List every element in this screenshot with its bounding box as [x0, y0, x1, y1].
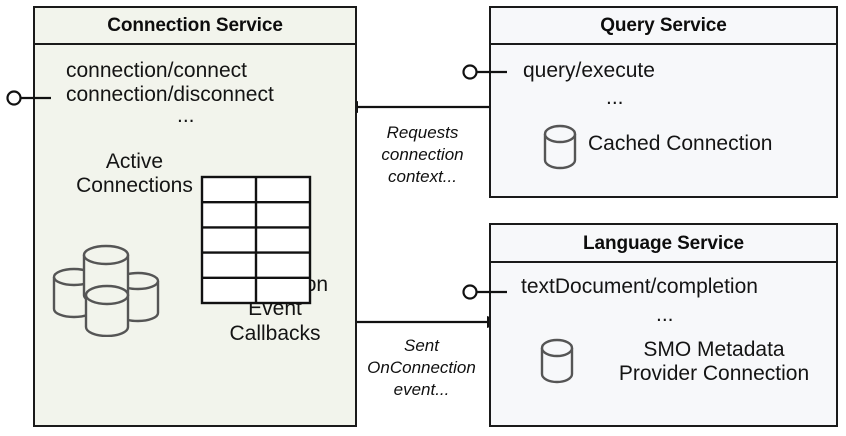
active-connections-line2: Connections: [76, 174, 193, 198]
lollipop-query-service[interactable]: [462, 58, 508, 86]
language-service-title: Language Service: [491, 225, 836, 263]
connection-service-title: Connection Service: [35, 8, 355, 45]
query-service-ellipsis: ...: [606, 86, 624, 109]
lollipop-connection-service[interactable]: [6, 84, 52, 112]
connection-service-ellipsis: ...: [177, 104, 195, 127]
connection-service-body: connection/connect connection/disconnect…: [35, 45, 355, 425]
interface-query-execute: query/execute: [523, 59, 655, 82]
language-service-body: textDocument/completion ... SMO Metadata…: [491, 263, 836, 425]
callbacks-line3: Callbacks: [229, 321, 321, 345]
database-cylinder-icon-language: [540, 338, 574, 384]
smo-label-line1: SMO Metadata: [643, 338, 785, 361]
database-cylinder-icon-query: [543, 124, 577, 170]
connector-label-requests: Requests connection context...: [360, 122, 485, 187]
smo-label-line2: Provider Connection: [618, 362, 810, 386]
connector-label-sent: Sent OnConnection event...: [356, 335, 487, 400]
query-service-body: query/execute ... Cached Connection: [491, 45, 836, 196]
lollipop-language-service[interactable]: [462, 278, 508, 306]
connector-label-line2: connection: [381, 144, 464, 164]
connector-query-to-connection: [340, 101, 489, 113]
connector-label-line3: context...: [388, 166, 457, 186]
smo-metadata-provider-label: SMO Metadata Provider Connection: [599, 338, 829, 387]
component-query-service[interactable]: Query Service query/execute ... Cached C…: [489, 6, 838, 198]
database-cluster-icon: [52, 244, 160, 337]
active-connections-line1: Active: [105, 150, 164, 173]
table-grid-icon: [200, 175, 312, 305]
language-service-ellipsis: ...: [656, 303, 674, 326]
connection-service-interfaces: connection/connect connection/disconnect: [66, 59, 274, 106]
interface-connection-disconnect: connection/disconnect: [66, 82, 274, 106]
cached-connection-label: Cached Connection: [588, 132, 773, 155]
interface-textdocument-completion: textDocument/completion: [521, 275, 758, 298]
connector-label-line1: Requests: [386, 123, 459, 142]
connector-connection-to-language: [357, 316, 505, 328]
query-service-title: Query Service: [491, 8, 836, 45]
connector-label-line2: OnConnection: [367, 357, 476, 377]
active-connections-label: Active Connections: [47, 150, 222, 199]
connector-label-line1: Sent: [404, 336, 439, 355]
connector-label-line3: event...: [393, 379, 450, 399]
interface-connection-connect: connection/connect: [66, 59, 247, 82]
component-language-service[interactable]: Language Service textDocument/completion…: [489, 223, 838, 427]
